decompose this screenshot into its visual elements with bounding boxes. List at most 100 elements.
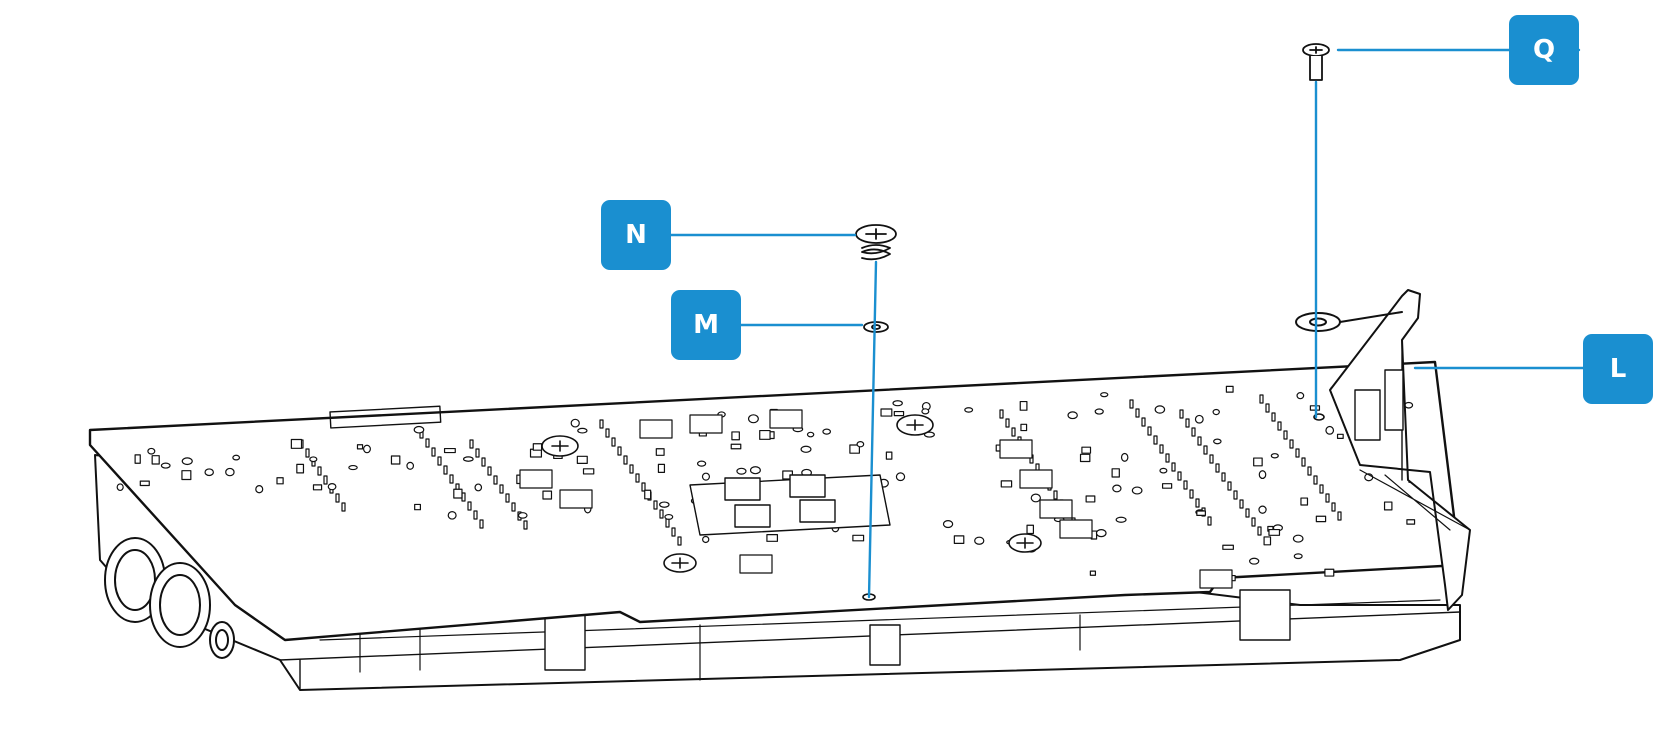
- inductor-block: [739, 554, 773, 574]
- pcb-component: [1213, 438, 1222, 445]
- pcb-component: [1263, 536, 1272, 546]
- pcb-component: [576, 455, 588, 464]
- pcb-component: [134, 454, 141, 464]
- pin-mark: [1165, 453, 1170, 463]
- pin-mark: [1207, 516, 1212, 526]
- pin-mark: [623, 455, 628, 465]
- pcb-component: [1249, 557, 1260, 565]
- pin-mark: [1191, 427, 1196, 437]
- pin-mark: [1195, 498, 1200, 508]
- pin-mark: [1283, 430, 1288, 440]
- pin-mark: [635, 473, 640, 483]
- pcb-component: [1095, 529, 1107, 538]
- pcb-component: [116, 483, 124, 492]
- pcb-component: [1067, 411, 1078, 420]
- pin-mark: [305, 448, 310, 458]
- pin-mark: [1337, 511, 1342, 521]
- pin-mark: [1289, 439, 1294, 449]
- inductor-block: [519, 469, 553, 489]
- pcb-component: [657, 463, 666, 473]
- pin-mark: [1147, 426, 1152, 436]
- pcb-component: [921, 408, 930, 415]
- pcb-component: [964, 407, 974, 413]
- pin-mark: [523, 520, 528, 530]
- pin-mark: [1197, 436, 1202, 446]
- pcb-component: [139, 480, 150, 487]
- pcb-component: [181, 457, 193, 466]
- pin-mark: [475, 448, 480, 458]
- pin-mark: [1171, 462, 1176, 472]
- gpu-core-area: [689, 474, 891, 536]
- pcb-component: [356, 444, 364, 450]
- pin-mark: [1183, 480, 1188, 490]
- pin-mark: [469, 439, 474, 449]
- axis-n: [867, 260, 878, 599]
- pin-mark: [493, 475, 498, 485]
- pin-mark: [1189, 489, 1194, 499]
- pcb-component: [406, 461, 415, 470]
- pcb-component: [766, 534, 779, 542]
- pin-mark: [479, 519, 484, 529]
- pcb-component: [1212, 408, 1220, 416]
- pcb-component: [1030, 493, 1041, 503]
- pin-mark: [1185, 418, 1190, 428]
- pin-mark: [1005, 418, 1010, 428]
- pcb-component: [736, 467, 747, 475]
- pcb-component: [749, 466, 761, 475]
- pin-mark: [1159, 444, 1164, 454]
- pcb-component: [759, 429, 771, 440]
- pcb-component: [225, 467, 235, 477]
- pin-mark: [1251, 517, 1256, 527]
- pcb-component: [1324, 568, 1335, 577]
- pin-mark: [1209, 454, 1214, 464]
- pcb-component: [1196, 510, 1206, 516]
- pcb-component: [702, 535, 710, 544]
- pcb-component: [1120, 452, 1129, 462]
- pcb-component: [327, 483, 337, 491]
- pin-mark: [335, 493, 340, 503]
- pcb-component: [296, 463, 305, 474]
- pcb-component: [447, 511, 457, 520]
- pin-mark: [1259, 394, 1264, 404]
- screw-n-with-spring: [855, 224, 897, 261]
- pcb-component: [892, 400, 903, 407]
- pin-mark: [481, 457, 486, 467]
- pcb-components: [116, 378, 1419, 589]
- pcb-component: [701, 472, 711, 481]
- pin-mark: [671, 527, 676, 537]
- inductor-block: [999, 439, 1033, 459]
- pcb-component: [1300, 497, 1309, 506]
- pin-mark: [511, 502, 516, 512]
- pin-mark: [999, 409, 1004, 419]
- pcb-component: [852, 534, 865, 542]
- pcb-component: [1292, 534, 1304, 543]
- pin-mark: [1325, 493, 1330, 503]
- callout-q: Q: [1509, 15, 1579, 85]
- pin-mark: [341, 502, 346, 512]
- pcb-component: [730, 443, 742, 450]
- pcb-component: [453, 488, 463, 499]
- pcb-component: [1258, 470, 1267, 480]
- pcb-component: [1270, 453, 1279, 459]
- pin-mark: [443, 465, 448, 475]
- pin-mark: [323, 475, 328, 485]
- pin-mark: [611, 437, 616, 447]
- pcb-component: [747, 414, 759, 424]
- pcb-component: [363, 444, 371, 454]
- pcb-component: [1020, 423, 1028, 432]
- pin-mark: [1239, 499, 1244, 509]
- pin-mark: [641, 482, 646, 492]
- pcb-component: [348, 464, 358, 471]
- pin-mark: [1233, 490, 1238, 500]
- pin-mark: [1331, 502, 1336, 512]
- pcb-component: [1089, 570, 1097, 576]
- pcb-component: [1293, 553, 1303, 560]
- pcb-component: [822, 428, 832, 435]
- pcb-component: [1154, 405, 1166, 414]
- pcb-component: [806, 431, 815, 438]
- pcb-component: [849, 444, 860, 454]
- pcb-component: [1081, 446, 1092, 454]
- pin-mark: [425, 438, 430, 448]
